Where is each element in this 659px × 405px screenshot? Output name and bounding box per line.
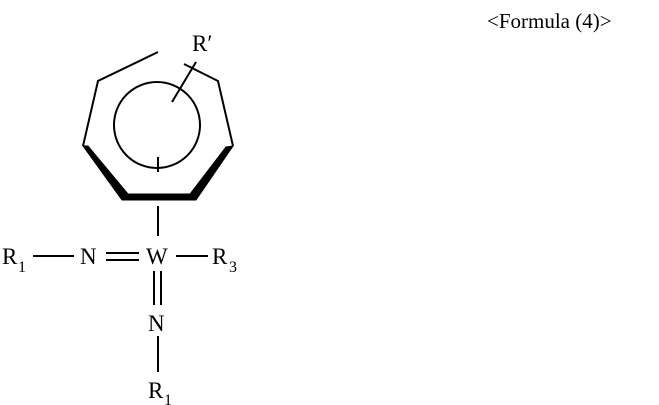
atom-r3: R xyxy=(212,244,228,269)
atom-r1-left: R xyxy=(2,244,18,269)
formula-caption: <Formula (4)> xyxy=(487,9,612,33)
metal-w: W xyxy=(146,244,168,269)
atom-n-left: N xyxy=(80,244,97,269)
cycloheptatrienyl-ring xyxy=(82,51,235,201)
aromatic-circle xyxy=(113,81,201,169)
atom-r1-left-sub: 1 xyxy=(18,259,26,276)
atom-r1-bottom: R xyxy=(148,378,164,403)
atom-r3-sub: 3 xyxy=(229,259,237,276)
atom-r1-bottom-sub: 1 xyxy=(164,392,172,405)
atom-n-bottom: N xyxy=(148,311,165,336)
r-prime-label: R′ xyxy=(192,31,212,56)
r-prime-bond xyxy=(171,61,197,103)
